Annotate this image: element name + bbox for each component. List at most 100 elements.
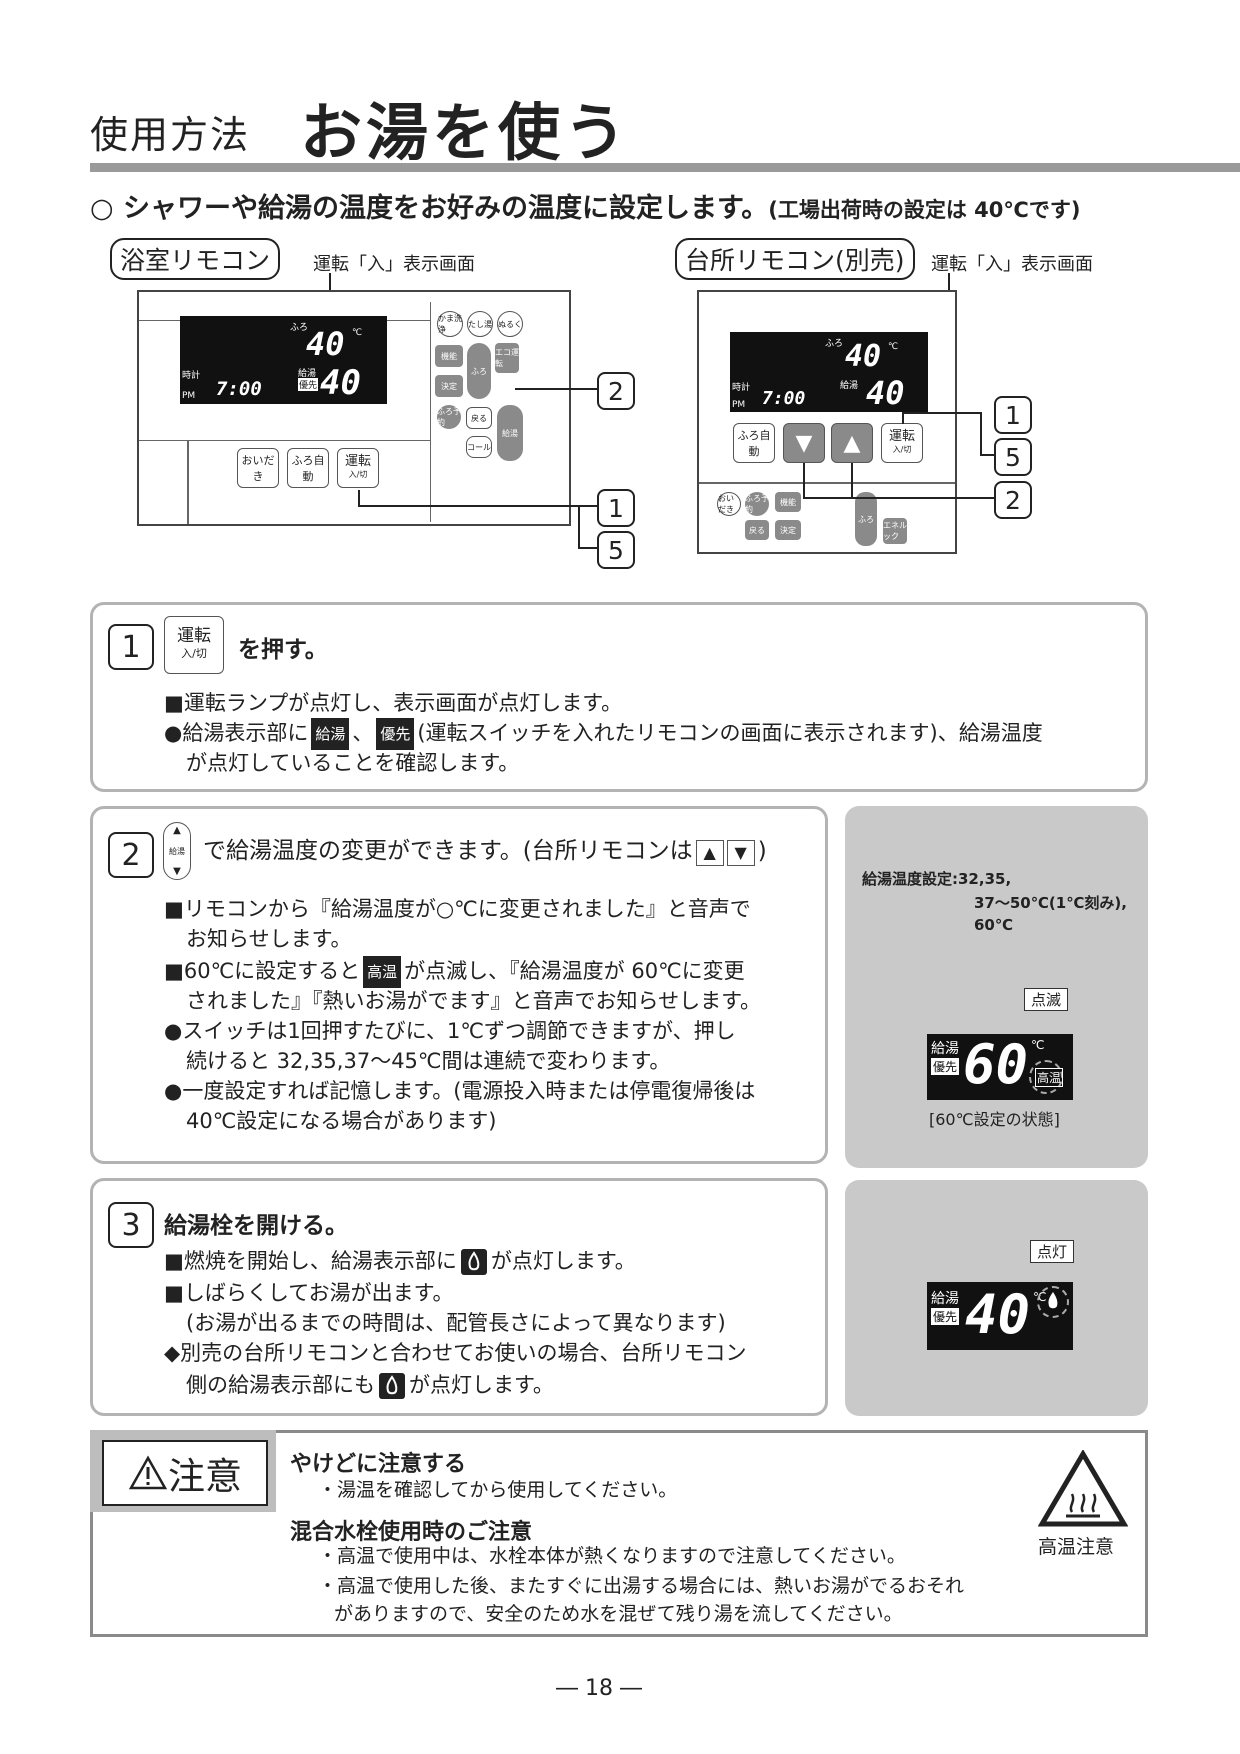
header-rule [90, 163, 1240, 172]
kitchen-display-note: 運転「入」表示画面 [931, 254, 1093, 275]
k-up-button[interactable]: ▲ [831, 423, 873, 463]
kama-button[interactable]: かま洗浄 [437, 311, 463, 337]
intro-note: (工場出荷時の設定は 40℃です) [768, 198, 1081, 222]
lcd-pm: PM [182, 391, 196, 401]
k-modoru-button[interactable]: 戻る [745, 520, 769, 540]
caution-body-2: ・高温で使用中は、水栓本体が熱くなりますので注意してください。 [318, 1545, 906, 1567]
step1-line1: ■運転ランプが点灯し、表示画面が点灯します。 [164, 691, 623, 715]
lcd-bath-label: ふろ [290, 323, 309, 333]
callout-5: 5 [597, 531, 635, 569]
step3-line1-a: ■燃焼を開始し、給湯表示部に [164, 1249, 457, 1273]
kyuto-tag: 給湯 [311, 718, 350, 750]
display-60-caption: [60℃設定の状態] [929, 1110, 1060, 1129]
page-number: ― 18 ― [556, 1676, 642, 1701]
kitchen-lcd: ふろ 40 ℃ 時計 PM 7:00 給湯 40 [730, 332, 928, 412]
k-callout-2: 2 [994, 481, 1032, 519]
caution-body-4: がありますので、安全のため水を混ぜて残り湯を流してください。 [334, 1603, 903, 1625]
step1-btn-sub: 入/切 [181, 647, 207, 660]
step2-line3: ■60℃に設定すると高温が点滅し、『給湯温度が 60℃に変更 [164, 956, 745, 988]
step3-line5: 側の給湯表示部にもが点灯します。 [186, 1370, 554, 1400]
up-arrow-icon: ▲ [173, 825, 181, 836]
callout-2: 2 [597, 372, 635, 410]
step3-line5-a: 側の給湯表示部にも [186, 1373, 375, 1397]
kyuto-up-down-button[interactable]: 給湯 [497, 405, 523, 461]
leader-2 [515, 388, 597, 390]
nuruku-button[interactable]: ぬるく [497, 311, 523, 337]
step2-kyuto-icon: ▲ 給湯 ▼ [163, 822, 191, 880]
bath-modoru-button[interactable]: 戻る [466, 407, 492, 429]
step1-box [90, 602, 1148, 792]
oidaki-button[interactable]: おいだき [237, 448, 279, 488]
step2-line5: ●スイッチは1回押すたびに、1℃ずつ調節できますが、押し [164, 1019, 736, 1043]
step1-number: 1 [108, 624, 154, 670]
intro-text: ○ シャワーや給湯の温度をお好みの温度に設定します。(工場出荷時の設定は 40℃… [90, 186, 1080, 225]
caution-body-1: ・湯温を確認してから使用してください。 [318, 1479, 678, 1501]
caution-box [90, 1430, 1148, 1637]
step2-btn-label: 給湯 [169, 846, 185, 856]
disp40-temp: 40 [965, 1283, 1031, 1346]
k-furo-auto-button[interactable]: ふろ自動 [733, 423, 775, 463]
lcd-yusen: 優先 [298, 378, 319, 391]
down-triangle-icon: ▼ [726, 840, 755, 866]
k-callout-1: 1 [994, 396, 1032, 434]
tashiyu-button[interactable]: たし湯 [467, 311, 493, 337]
step3-line3: (お湯が出るまでの時間は、配管長さによって異なります) [186, 1311, 726, 1335]
k-unten-label: 運転 [888, 429, 915, 444]
k-oidaki-button[interactable]: おいだき [717, 492, 741, 516]
k-lcd-clock-label: 時計 [732, 383, 751, 393]
step3-action: 給湯栓を開ける。 [164, 1213, 348, 1239]
step3-line4: ◆別売の台所リモコンと合わせてお使いの場合、台所リモコン [164, 1341, 747, 1365]
hot-caution-icon [1037, 1449, 1129, 1532]
page-title: お湯を使う [300, 96, 631, 169]
highlight-circle-icon [1029, 1060, 1063, 1094]
eco-button[interactable]: エコ運転 [495, 343, 519, 373]
bath-unten-button[interactable]: 運転 入/切 [337, 448, 379, 488]
k-lcd-pm: PM [732, 400, 746, 410]
k-furo-yoyaku-button[interactable]: ふろ予約 [745, 492, 769, 516]
flame-icon [1045, 1290, 1061, 1316]
k-unten-sub: 入/切 [892, 445, 912, 454]
step2-action-a: で給湯温度の変更ができます。(台所リモコンは [203, 838, 693, 864]
furo-yoyaku-button[interactable]: ふろ予約 [437, 405, 461, 429]
k-kettei-button[interactable]: 決定 [775, 520, 801, 540]
k-furo-button[interactable]: ふろ [855, 492, 877, 546]
bath-display-note: 運転「入」表示画面 [313, 254, 475, 275]
step2-line2: お知らせします。 [186, 927, 352, 951]
furo-auto-button[interactable]: ふろ自動 [287, 448, 329, 488]
disp60-kouon: 高温 [1035, 1068, 1064, 1087]
k-unten-button[interactable]: 運転 入/切 [881, 423, 923, 463]
leader-1 [358, 505, 578, 507]
step2-line3-a: ■60℃に設定すると [164, 959, 361, 983]
step3-line1-b: が点灯します。 [490, 1249, 636, 1273]
k-kino-button[interactable]: 機能 [775, 492, 801, 512]
step1-sep: 、 [352, 721, 374, 745]
kino-button[interactable]: 機能 [435, 345, 463, 367]
step2-action: で給湯温度の変更ができます。(台所リモコンは▲▼) [203, 836, 767, 866]
step3-line2: ■しばらくしてお湯が出ます。 [164, 1281, 454, 1305]
unten-label: 運転 [344, 454, 371, 469]
blink-tag: 点滅 [1024, 988, 1069, 1011]
caution-title-1: やけどに注意する [290, 1452, 467, 1477]
lcd-supply-temp: 40 [320, 363, 361, 403]
furo-up-down-button[interactable]: ふろ [467, 343, 491, 399]
step1-action: を押す。 [238, 637, 328, 663]
step2-line8: 40℃設定になる場合があります) [186, 1109, 497, 1133]
k-lcd-kyuto: 給湯 [840, 381, 859, 391]
disp40-kyuto: 給湯 [931, 1291, 959, 1307]
k-ene-button[interactable]: エネルック [883, 518, 907, 544]
call-button[interactable]: コール [466, 436, 492, 458]
disp60-yusen: 優先 [931, 1058, 960, 1075]
highlight-circle-icon [1037, 1286, 1069, 1318]
lcd-clock: 7:00 [216, 378, 262, 400]
step1-line3: が点灯していることを確認します。 [186, 751, 520, 775]
step1-line2-b: (運転スイッチを入れたリモコンの画面に表示されます)、給湯温度 [417, 721, 1043, 745]
flame-icon [379, 1373, 405, 1399]
flame-icon [460, 1249, 487, 1275]
intro-main: ○ シャワーや給湯の温度をお好みの温度に設定します。 [90, 193, 769, 224]
step2-side-panel [845, 806, 1148, 1168]
k-down-button[interactable]: ▼ [783, 423, 825, 463]
bath-kettei-button[interactable]: 決定 [435, 375, 463, 397]
step3-line1: ■燃焼を開始し、給湯表示部に が点灯します。 [164, 1246, 636, 1276]
step2-line1: ■リモコンから『給湯温度が○℃に変更されました』と音声で [164, 897, 751, 921]
caution-label: 注意 [102, 1440, 268, 1506]
